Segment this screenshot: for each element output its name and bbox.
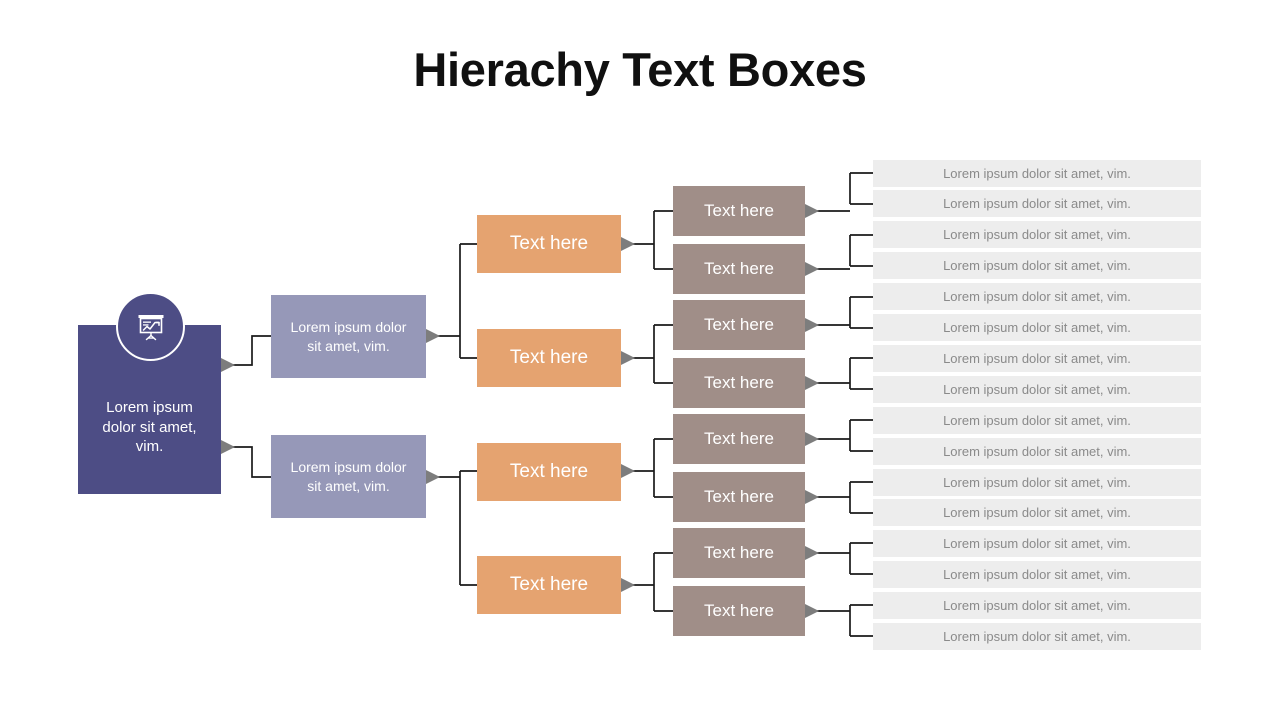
level3-node-2[interactable]: Text here xyxy=(477,329,621,387)
level3-node-1[interactable]: Text here xyxy=(477,215,621,273)
detail-row-13-label: Lorem ipsum dolor sit amet, vim. xyxy=(943,536,1131,552)
level4-node-1[interactable]: Text here xyxy=(673,186,805,236)
detail-row-5[interactable]: Lorem ipsum dolor sit amet, vim. xyxy=(873,283,1201,311)
detail-row-6[interactable]: Lorem ipsum dolor sit amet, vim. xyxy=(873,314,1201,341)
detail-row-2[interactable]: Lorem ipsum dolor sit amet, vim. xyxy=(873,190,1201,218)
level4-node-6-label: Text here xyxy=(704,486,774,506)
detail-row-10[interactable]: Lorem ipsum dolor sit amet, vim. xyxy=(873,437,1201,465)
level4-node-8[interactable]: Text here xyxy=(673,586,805,636)
detail-row-3-label: Lorem ipsum dolor sit amet, vim. xyxy=(943,227,1131,243)
detail-row-9-label: Lorem ipsum dolor sit amet, vim. xyxy=(943,412,1131,428)
detail-row-15-label: Lorem ipsum dolor sit amet, vim. xyxy=(943,598,1131,614)
level4-node-7[interactable]: Text here xyxy=(673,528,805,578)
level4-node-8-label: Text here xyxy=(704,600,774,620)
detail-row-1-label: Lorem ipsum dolor sit amet, vim. xyxy=(943,165,1131,181)
detail-row-1[interactable]: Lorem ipsum dolor sit amet, vim. xyxy=(873,159,1201,187)
detail-row-7-label: Lorem ipsum dolor sit amet, vim. xyxy=(943,350,1131,366)
level3-node-3-label: Text here xyxy=(509,460,589,482)
root-node-label: Lorem ipsum dolor sit amet, vim. xyxy=(102,399,197,456)
detail-row-11-label: Lorem ipsum dolor sit amet, vim. xyxy=(943,474,1131,490)
level3-node-2-label: Text here xyxy=(509,346,589,368)
level4-node-7-label: Text here xyxy=(704,542,774,562)
detail-row-12-label: Lorem ipsum dolor sit amet, vim. xyxy=(943,505,1131,521)
detail-row-11[interactable]: Lorem ipsum dolor sit amet, vim. xyxy=(873,468,1201,496)
detail-row-6-label: Lorem ipsum dolor sit amet, vim. xyxy=(943,320,1131,335)
level4-node-1-label: Text here xyxy=(704,200,774,220)
detail-row-16-label: Lorem ipsum dolor sit amet, vim. xyxy=(943,629,1131,644)
level2-node-2-label: Lorem ipsum dolor sit amet, vim. xyxy=(290,459,407,494)
detail-row-16[interactable]: Lorem ipsum dolor sit amet, vim. xyxy=(873,623,1201,650)
detail-row-7[interactable]: Lorem ipsum dolor sit amet, vim. xyxy=(873,344,1201,372)
detail-row-8[interactable]: Lorem ipsum dolor sit amet, vim. xyxy=(873,375,1201,403)
level4-node-5[interactable]: Text here xyxy=(673,414,805,464)
level4-node-4[interactable]: Text here xyxy=(673,358,805,408)
level4-node-3[interactable]: Text here xyxy=(673,300,805,350)
level4-node-4-label: Text here xyxy=(704,372,774,392)
level4-node-2-label: Text here xyxy=(704,258,774,278)
level2-node-2[interactable]: Lorem ipsum dolor sit amet, vim. xyxy=(271,435,426,518)
level3-node-4-label: Text here xyxy=(509,573,589,595)
detail-row-5-label: Lorem ipsum dolor sit amet, vim. xyxy=(943,289,1131,305)
level2-node-1-label: Lorem ipsum dolor sit amet, vim. xyxy=(290,319,407,354)
detail-row-4[interactable]: Lorem ipsum dolor sit amet, vim. xyxy=(873,252,1201,280)
detail-row-4-label: Lorem ipsum dolor sit amet, vim. xyxy=(943,258,1131,274)
level4-node-3-label: Text here xyxy=(704,314,774,334)
detail-row-2-label: Lorem ipsum dolor sit amet, vim. xyxy=(943,196,1131,212)
page-title: Hierachy Text Boxes xyxy=(413,43,867,96)
detail-row-15[interactable]: Lorem ipsum dolor sit amet, vim. xyxy=(873,592,1201,620)
detail-row-9[interactable]: Lorem ipsum dolor sit amet, vim. xyxy=(873,406,1201,434)
detail-row-10-label: Lorem ipsum dolor sit amet, vim. xyxy=(943,443,1131,459)
level3-node-3[interactable]: Text here xyxy=(477,443,621,501)
detail-row-12[interactable]: Lorem ipsum dolor sit amet, vim. xyxy=(873,499,1201,527)
detail-row-8-label: Lorem ipsum dolor sit amet, vim. xyxy=(943,381,1131,397)
level4-node-6[interactable]: Text here xyxy=(673,472,805,522)
level4-node-2[interactable]: Text here xyxy=(673,244,805,294)
level3-node-4[interactable]: Text here xyxy=(477,556,621,614)
detail-row-14[interactable]: Lorem ipsum dolor sit amet, vim. xyxy=(873,561,1201,589)
level3-node-1-label: Text here xyxy=(509,232,589,254)
level4-node-5-label: Text here xyxy=(704,428,774,448)
detail-row-3[interactable]: Lorem ipsum dolor sit amet, vim. xyxy=(873,221,1201,249)
detail-row-13[interactable]: Lorem ipsum dolor sit amet, vim. xyxy=(873,530,1201,558)
root-icon-badge xyxy=(116,292,185,361)
presentation-chart-icon xyxy=(138,314,163,340)
detail-row-14-label: Lorem ipsum dolor sit amet, vim. xyxy=(943,567,1131,583)
level2-node-1[interactable]: Lorem ipsum dolor sit amet, vim. xyxy=(271,295,426,378)
